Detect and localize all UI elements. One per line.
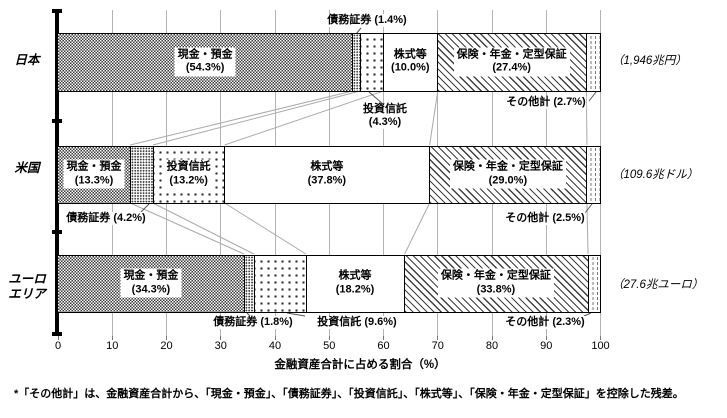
connector-line [583, 312, 592, 317]
connector-line [152, 90, 361, 146]
segment-label: 現金・預金(34.3%) [120, 268, 182, 298]
segment-その他計 [586, 147, 600, 203]
connector-line [152, 202, 255, 255]
segment-債務証券 [352, 34, 360, 91]
connector-line [246, 312, 251, 317]
x-axis-tick-label: 80 [485, 340, 499, 352]
x-axis-tick-label: 0 [54, 340, 62, 352]
segment-label: 現金・預金(54.3%) [174, 47, 236, 76]
footnote: *「その他計」は、金融資産合計から、「現金・預金」、「債務証券」、「投資信託」、… [14, 388, 684, 400]
x-axis-tick-label: 50 [323, 340, 336, 352]
connector-line [224, 90, 384, 146]
x-axis-tick [274, 336, 276, 340]
connector-line [129, 202, 245, 255]
segment-label: 現金・預金(13.3%) [63, 159, 125, 189]
annotation-label: 投資信託(4.3%) [362, 103, 408, 129]
category-label-1: 米国 [14, 161, 40, 175]
x-axis-tick-label: 10 [106, 340, 119, 352]
connector-line [130, 90, 353, 146]
x-axis-tick [328, 336, 330, 340]
connector-line [139, 203, 150, 214]
x-axis-tick [545, 336, 547, 340]
x-axis-tick [437, 336, 439, 340]
segment-label: 株式等(10.0%) [388, 47, 433, 76]
x-axis-tick-label: 20 [160, 340, 173, 352]
y-axis-tick [52, 9, 62, 13]
segment-債務証券 [243, 256, 254, 312]
segment-label: 保険・年金・定型保証(27.4%) [453, 47, 570, 76]
y-axis-tick [52, 230, 62, 234]
x-axis-tick-label: 70 [431, 340, 444, 352]
category-total-0: （1,946兆円） [612, 55, 687, 67]
category-total-1: （109.6兆ドル） [612, 169, 699, 181]
annotation-label: 債務証券 (1.8%) [212, 316, 294, 329]
segment-label: 株式等(18.2%) [332, 268, 378, 298]
segment-その他計 [587, 256, 600, 312]
x-axis-tick-label: 30 [214, 340, 227, 352]
x-axis-label: 金融資産合計に占める割合（%） [274, 359, 446, 371]
annotation-label: 投資信託 (9.6%) [316, 316, 398, 329]
category-label-0: 日本 [14, 53, 40, 67]
x-axis-tick-label: 40 [268, 340, 282, 352]
x-axis-tick-label: 100 [591, 340, 610, 352]
segment-現金・預金 [58, 34, 353, 91]
segment-投資信託 [253, 256, 306, 312]
connector-line [588, 91, 597, 102]
bar-row-0: 現金・預金(54.3%) 株式等(10.0%) 保険・年金・定型保証(27.4%) [57, 33, 601, 92]
x-axis-tick [111, 336, 113, 340]
connector-line [368, 91, 384, 105]
x-axis-tick [383, 336, 384, 340]
annotation-label: 債務証券 (4.2%) [65, 212, 147, 225]
segment-その他計 [585, 34, 600, 91]
connector-line [224, 202, 307, 255]
x-axis-tick [166, 336, 167, 340]
segment-label: 保険・年金・定型保証(29.0%) [449, 159, 566, 189]
bar-row-1: 現金・預金(13.3%) 投資信託(13.2%) 株式等(37.8%) 保険・年金・定… [57, 146, 601, 204]
x-axis-tick [600, 336, 601, 340]
segment-label: 株式等(37.8%) [304, 159, 350, 189]
segment-債務証券 [130, 147, 153, 203]
annotation-label: その他計 (2.7%) [505, 96, 587, 109]
segment-label: 保険・年金・定型保証(33.8%) [437, 268, 554, 298]
x-axis-tick [57, 336, 59, 340]
category-label-2: ユーロエリア [8, 272, 46, 301]
x-axis-tick [220, 336, 222, 340]
annotation-label: 債務証券 (1.4%) [326, 14, 408, 27]
connector-line [429, 90, 439, 146]
x-axis-tick [491, 336, 493, 340]
x-axis-tick-label: 90 [540, 340, 553, 352]
category-total-2: （27.6兆ユーロ） [612, 279, 704, 291]
x-axis-tick-label: 60 [377, 340, 390, 352]
annotation-label: その他計 (2.3%) [504, 316, 586, 329]
connector-line [584, 203, 593, 214]
connector-line [404, 202, 431, 255]
segment-label: 投資信託(13.2%) [163, 159, 214, 189]
segment-投資信託 [359, 34, 384, 91]
y-axis-tick [52, 119, 62, 123]
connector-line [286, 312, 306, 317]
annotation-label: その他計 (2.5%) [504, 212, 586, 225]
connector-line [586, 202, 589, 255]
y-axis-tick [52, 332, 62, 336]
bar-row-2: 現金・預金(34.3%) 株式等(18.2%) 保険・年金・定型保証(33.8%) [57, 255, 601, 313]
